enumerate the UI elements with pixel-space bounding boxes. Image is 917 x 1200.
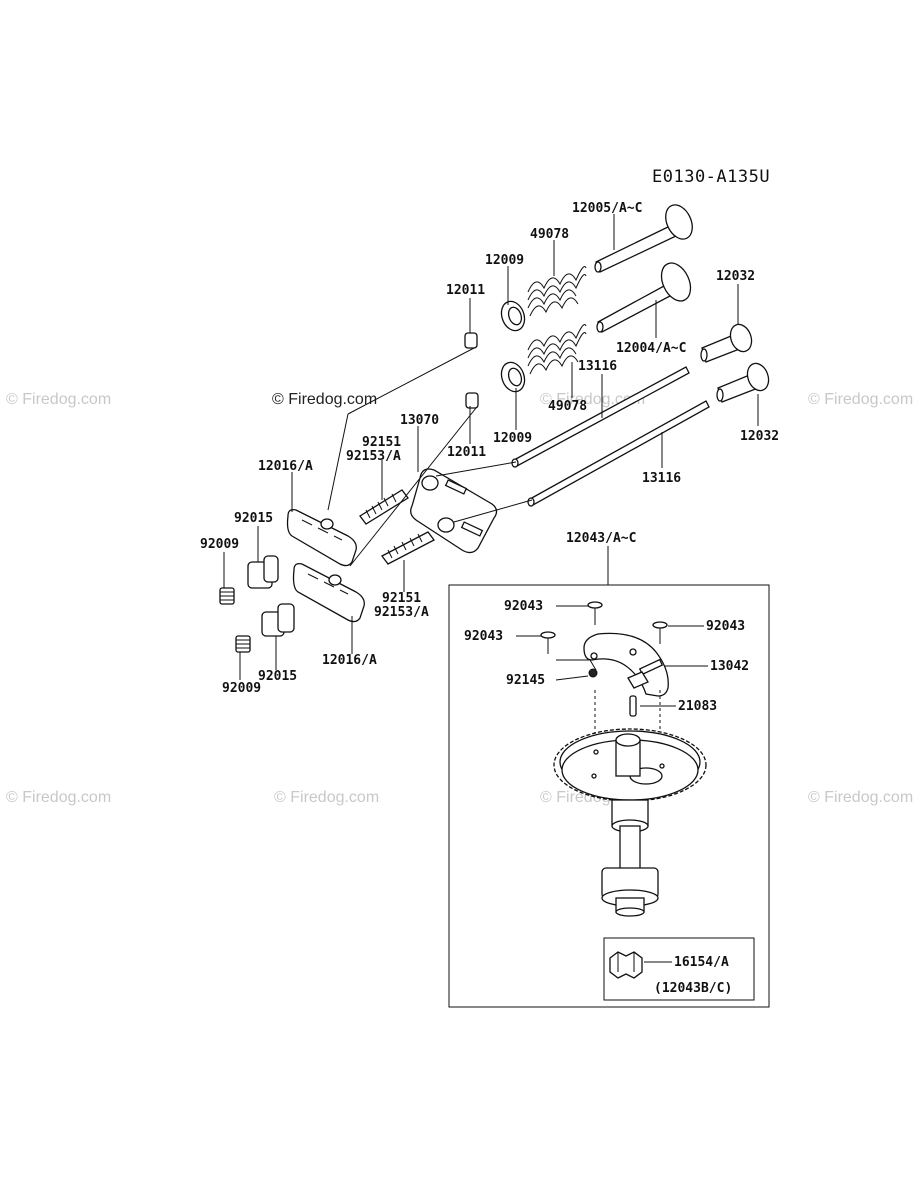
camshaft-assembly-box	[448, 584, 770, 1008]
label-16154: 16154/A	[674, 955, 729, 970]
label-12043: 12043/A~C	[566, 531, 636, 546]
label-13116-lower: 13116	[642, 471, 681, 486]
label-12011-upper: 12011	[446, 283, 485, 298]
diagram-code: E0130-A135U	[652, 167, 770, 187]
watermark: © Firedog.com	[808, 789, 913, 806]
watermark: © Firedog.com	[808, 391, 913, 408]
pin-92145	[588, 668, 598, 678]
label-12016-lower: 12016/A	[322, 653, 377, 668]
label-92015-lower: 92015	[258, 669, 297, 684]
tappet-12032-lower	[716, 362, 770, 403]
bolt-92043-left	[540, 631, 556, 654]
oil-pump-subbox	[603, 937, 755, 1001]
label-12032-lower: 12032	[740, 429, 779, 444]
camshaft	[601, 799, 659, 917]
label-12043bc: (12043B/C)	[654, 981, 732, 996]
label-92151-upper: 92151	[362, 435, 401, 450]
label-13042: 13042	[710, 659, 749, 674]
valve-12004	[596, 262, 692, 333]
spring-49078-upper	[527, 266, 587, 317]
label-92145: 92145	[506, 673, 545, 688]
watermark: © Firedog.com	[6, 789, 111, 806]
collet-12011-upper	[464, 332, 478, 349]
label-12016-upper: 12016/A	[258, 459, 313, 474]
cam-gear	[553, 728, 707, 802]
retainer-12009-upper	[500, 300, 526, 332]
watermark-layer: © Firedog.com © Firedog.com © Firedog.co…	[6, 391, 913, 806]
label-92009-lower: 92009	[222, 681, 261, 696]
label-12005: 12005/A~C	[572, 201, 642, 216]
pin-21083	[629, 695, 637, 717]
spring-49078-lower	[527, 324, 587, 375]
set-screw-lower	[235, 635, 251, 653]
collet-12011-lower	[465, 392, 479, 409]
label-12009-upper: 12009	[485, 253, 524, 268]
label-92043-right: 92043	[706, 619, 745, 634]
part-labels: 12005/A~C 49078 12009 12011 12032 12004/…	[200, 201, 779, 996]
label-49078-upper: 49078	[530, 227, 569, 242]
label-12004: 12004/A~C	[616, 341, 686, 356]
label-12009-lower: 12009	[493, 431, 532, 446]
label-92153-lower: 92153/A	[374, 605, 429, 620]
pivot-stud-upper	[359, 489, 409, 525]
pivot-stud-lower	[381, 531, 435, 565]
pump-rotor-16154	[609, 951, 643, 979]
label-12011-lower: 12011	[447, 445, 486, 460]
label-49078-lower: 49078	[548, 399, 587, 414]
tappet-12032-upper	[700, 323, 753, 363]
governor-plate-13042	[583, 632, 669, 697]
retainer-12009-lower	[500, 361, 526, 393]
adjust-nut-upper	[247, 555, 279, 589]
adjust-nut-lower	[261, 603, 295, 637]
label-13116-upper: 13116	[578, 359, 617, 374]
rocker-arm-upper	[286, 508, 357, 567]
label-13070: 13070	[400, 413, 439, 428]
push-rod-13116-lower	[527, 400, 710, 507]
label-92043-left: 92043	[464, 629, 503, 644]
valve-12005	[594, 204, 693, 273]
label-92015-upper: 92015	[234, 511, 273, 526]
leader-lines	[223, 214, 759, 963]
copyright-label: © Firedog.com	[272, 391, 377, 408]
label-12032-upper: 12032	[716, 269, 755, 284]
label-92151-lower: 92151	[382, 591, 421, 606]
label-21083: 21083	[678, 699, 717, 714]
bolt-92043-top	[587, 601, 603, 625]
rocker-arm-lower	[292, 562, 365, 623]
set-screw-upper	[219, 587, 235, 605]
label-92043-top: 92043	[504, 599, 543, 614]
label-92009-upper: 92009	[200, 537, 239, 552]
label-92153-upper: 92153/A	[346, 449, 401, 464]
watermark: © Firedog.com	[6, 391, 111, 408]
bolt-92043-right	[652, 621, 668, 644]
rocker-plate-13070	[410, 468, 498, 554]
watermark: © Firedog.com	[274, 789, 379, 806]
